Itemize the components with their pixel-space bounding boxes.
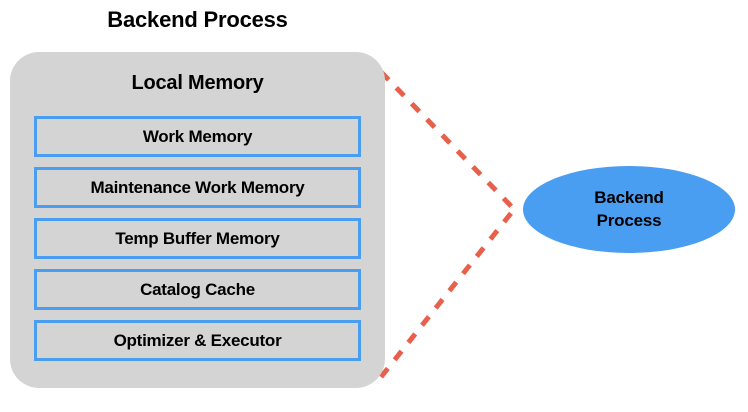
backend-process-node[interactable]: Backend Process [523, 166, 735, 253]
memory-item-maintenance-work-memory[interactable]: Maintenance Work Memory [34, 167, 361, 208]
memory-item-optimizer-executor[interactable]: Optimizer & Executor [34, 320, 361, 361]
backend-process-label: Backend Process [523, 166, 735, 253]
memory-item-list: Work Memory Maintenance Work Memory Temp… [34, 116, 361, 361]
memory-item-temp-buffer-memory[interactable]: Temp Buffer Memory [34, 218, 361, 259]
connector-line-top [379, 70, 514, 209]
memory-item-work-memory[interactable]: Work Memory [34, 116, 361, 157]
ellipse-shape [523, 166, 735, 253]
local-memory-heading: Local Memory [131, 72, 264, 94]
local-memory-container: Local Memory Work Memory Maintenance Wor… [10, 52, 385, 388]
backend-process-label-line2: Process [596, 210, 662, 230]
memory-item-label: Catalog Cache [140, 280, 255, 299]
memory-item-label: Work Memory [142, 127, 253, 146]
memory-item-label: Optimizer & Executor [113, 331, 282, 350]
connector-line-bottom [379, 210, 514, 379]
memory-item-label: Temp Buffer Memory [115, 229, 280, 248]
backend-process-label-line1: Backend [594, 188, 664, 208]
page-title: Backend Process [107, 7, 288, 32]
memory-item-catalog-cache[interactable]: Catalog Cache [34, 269, 361, 310]
memory-item-label: Maintenance Work Memory [90, 178, 305, 197]
